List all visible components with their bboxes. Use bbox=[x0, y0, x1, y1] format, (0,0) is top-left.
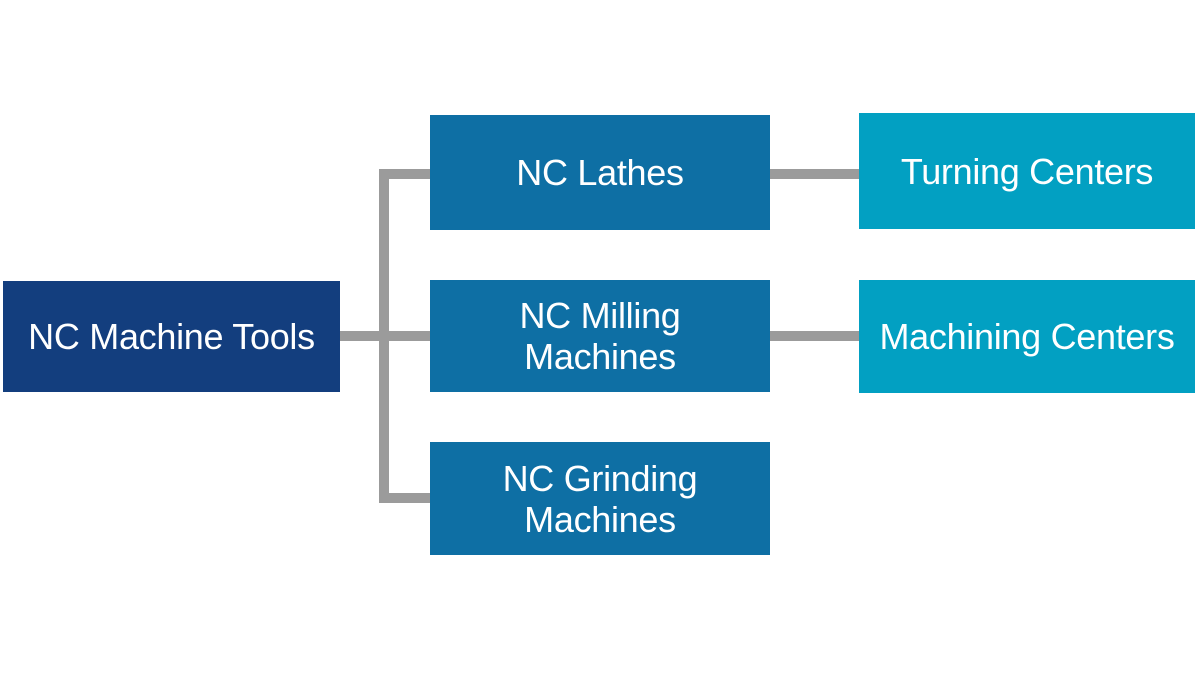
node-label: NC Lathes bbox=[516, 152, 684, 193]
node-machining-centers: Machining Centers bbox=[859, 280, 1195, 393]
node-label-line-1: NC Grinding bbox=[502, 457, 698, 499]
connector-trunk-to-lathes bbox=[379, 169, 430, 179]
node-label-line-2: Machines bbox=[524, 336, 676, 377]
node-turning-centers: Turning Centers bbox=[859, 113, 1195, 229]
connector-milling-to-machining bbox=[770, 331, 859, 341]
connector-trunk-to-grinding bbox=[379, 493, 430, 503]
node-label: NC Machine Tools bbox=[28, 316, 315, 357]
node-nc-milling-machines: NC Milling Machines bbox=[430, 280, 770, 392]
node-label: Machining Centers bbox=[879, 316, 1175, 357]
node-nc-lathes: NC Lathes bbox=[430, 115, 770, 230]
node-nc-grinding-machines: NC Grinding Machines bbox=[430, 442, 770, 555]
node-nc-machine-tools: NC Machine Tools bbox=[3, 281, 340, 392]
node-label-line-1: NC Milling bbox=[519, 295, 681, 336]
node-label: Turning Centers bbox=[900, 150, 1154, 192]
connector-root-to-milling bbox=[340, 331, 430, 341]
connector-lathes-to-turning bbox=[770, 169, 859, 179]
node-label-line-2: Machines bbox=[524, 498, 676, 540]
